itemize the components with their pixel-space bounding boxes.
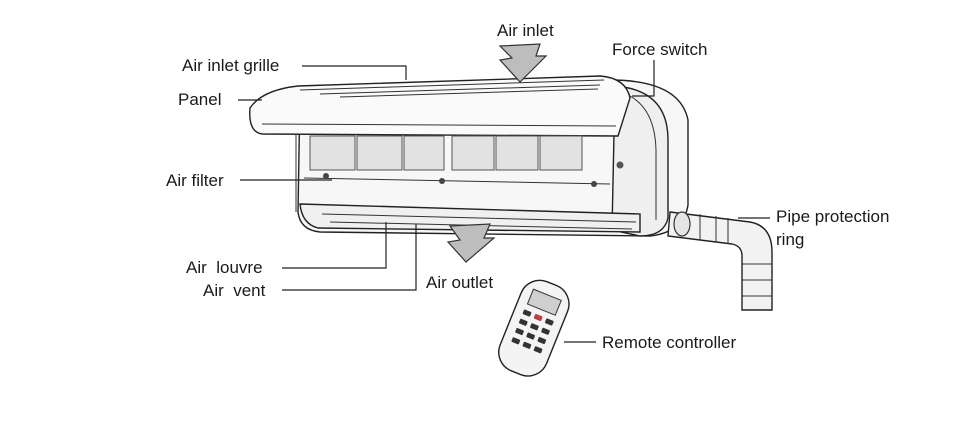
force-switch-button[interactable] [616, 161, 624, 169]
label-pipe-protection-ring-2: ring [776, 230, 804, 249]
air-filters [309, 135, 583, 171]
label-force-switch: Force switch [612, 40, 707, 59]
label-air-vent: Air vent [203, 281, 266, 300]
pipe [667, 211, 773, 311]
leader-lines [238, 60, 770, 343]
label-pipe-protection-ring-1: Pipe protection [776, 207, 889, 226]
remote-controller [498, 279, 570, 377]
label-panel: Panel [178, 90, 221, 109]
label-air-filter: Air filter [166, 171, 224, 190]
air-outlet-arrow [446, 223, 496, 263]
label-air-inlet-grille: Air inlet grille [182, 56, 279, 75]
indoor-unit [249, 75, 689, 237]
air-inlet-arrow [498, 43, 548, 83]
label-remote-controller: Remote controller [602, 333, 737, 352]
label-air-outlet: Air outlet [426, 273, 493, 292]
air-inlet-grille [299, 79, 605, 98]
label-air-louvre: Air louvre [186, 258, 263, 277]
label-air-inlet: Air inlet [497, 21, 554, 40]
